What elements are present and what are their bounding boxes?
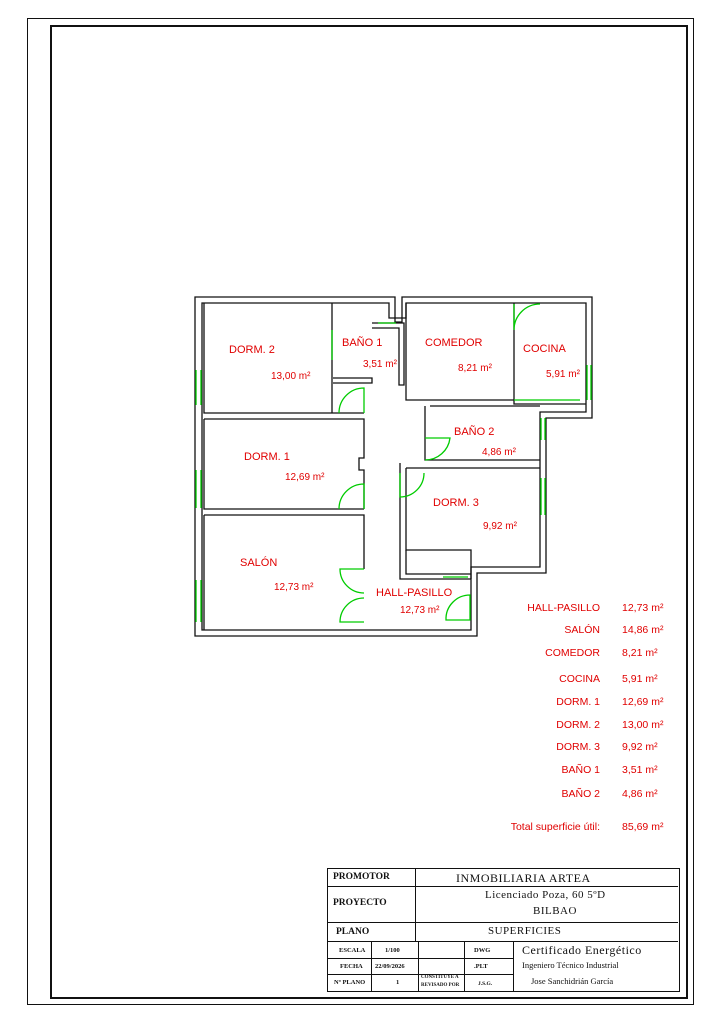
room-area: 4,86 m² [482, 447, 517, 458]
sheet-inner-frame [50, 25, 688, 999]
company-subtitle: Ingeniero Técnico Industrial [522, 960, 619, 970]
room-labels: DORM. 2 13,00 m² BAÑO 1 3,51 m² COMEDOR … [229, 336, 581, 616]
summary-total-label: Total superficie útil: [510, 821, 600, 833]
summary-row: DORM. 3 9,92 m² [480, 741, 690, 755]
plano-value: SUPERFICIES [488, 925, 562, 937]
summary-row: DORM. 1 12,69 m² [480, 696, 690, 710]
dwg-label: DWG [474, 947, 491, 954]
summary-room-area: 8,21 m² [622, 647, 658, 659]
company-title: Certificado Energético [522, 943, 642, 957]
summary-room-area: 4,86 m² [622, 788, 658, 800]
summary-room-area: 12,73 m² [622, 602, 664, 614]
proyecto-label: PROYECTO [333, 898, 387, 908]
promotor-label: PROMOTOR [333, 872, 390, 882]
doors [195, 303, 592, 623]
summary-room-name: BAÑO 2 [561, 788, 600, 800]
summary-room-area: 12,69 m² [622, 696, 664, 708]
room-area: 8,21 m² [458, 363, 493, 374]
summary-room-area: 3,51 m² [622, 764, 658, 776]
summary-total-row: Total superficie útil: 85,69 m² [480, 821, 690, 835]
summary-room-area: 9,92 m² [622, 741, 658, 753]
summary-room-name: COMEDOR [545, 647, 600, 659]
proyecto-address: Licenciado Poza, 60 5ºD [485, 889, 606, 901]
summary-room-name: DORM. 1 [556, 696, 600, 708]
constituye-label: CONSTITUYE A [421, 975, 459, 980]
room-area: 12,73 m² [274, 582, 314, 593]
summary-row: COCINA 5,91 m² [480, 673, 690, 687]
summary-total-value: 85,69 m² [622, 821, 664, 833]
room-name: BAÑO 2 [454, 425, 494, 438]
room-name: DORM. 1 [244, 451, 290, 463]
room-area: 12,69 m² [285, 472, 325, 483]
summary-row: COMEDOR 8,21 m² [480, 647, 690, 661]
revisado-label: REVISADO POR [421, 983, 460, 988]
room-name: COCINA [523, 343, 566, 355]
company-engineer: Jose Sanchidrián García [531, 976, 614, 986]
plano-label: PLANO [336, 927, 370, 937]
revisado-value: J.S.G. [478, 981, 493, 987]
summary-room-name: HALL-PASILLO [527, 602, 600, 614]
room-area: 9,92 m² [483, 521, 518, 532]
proyecto-city: BILBAO [533, 905, 577, 917]
fecha-value: 22/09/2026 [375, 963, 405, 970]
nplano-label: Nº PLANO [334, 979, 366, 986]
room-area: 5,91 m² [546, 369, 581, 380]
walls [194, 296, 593, 637]
summary-row: BAÑO 2 4,86 m² [480, 788, 690, 802]
summary-room-area: 5,91 m² [622, 673, 658, 685]
summary-row: DORM. 2 13,00 m² [480, 719, 690, 733]
sheet-outer-frame [27, 18, 694, 1005]
summary-room-name: DORM. 3 [556, 741, 600, 753]
fecha-label: FECHA [340, 963, 363, 970]
room-name: BAÑO 1 [342, 336, 382, 349]
summary-room-area: 14,86 m² [622, 624, 664, 636]
nplano-value: 1 [396, 979, 400, 986]
summary-room-name: DORM. 2 [556, 719, 600, 731]
promotor-value: INMOBILIARIA ARTEA [456, 871, 591, 885]
plt-label: .PLT [474, 963, 488, 970]
room-name: DORM. 3 [433, 497, 479, 509]
summary-row: BAÑO 1 3,51 m² [480, 764, 690, 778]
room-area: 3,51 m² [363, 359, 398, 370]
summary-room-name: COCINA [559, 673, 600, 685]
room-name: HALL-PASILLO [376, 587, 453, 599]
room-area: 13,00 m² [271, 371, 311, 382]
escala-value: 1/100 [385, 947, 400, 954]
summary-room-name: SALÓN [564, 624, 600, 636]
summary-room-name: BAÑO 1 [561, 764, 600, 776]
summary-row: SALÓN 14,86 m² [480, 624, 690, 638]
escala-label: ESCALA [339, 947, 366, 954]
room-name: DORM. 2 [229, 344, 275, 356]
room-area: 12,73 m² [400, 605, 440, 616]
title-block: PROMOTOR INMOBILIARIA ARTEA PROYECTO Lic… [327, 868, 680, 992]
summary-row: HALL-PASILLO 12,73 m² [480, 602, 690, 616]
room-name: COMEDOR [425, 337, 483, 349]
room-name: SALÓN [240, 556, 277, 569]
summary-room-area: 13,00 m² [622, 719, 664, 731]
